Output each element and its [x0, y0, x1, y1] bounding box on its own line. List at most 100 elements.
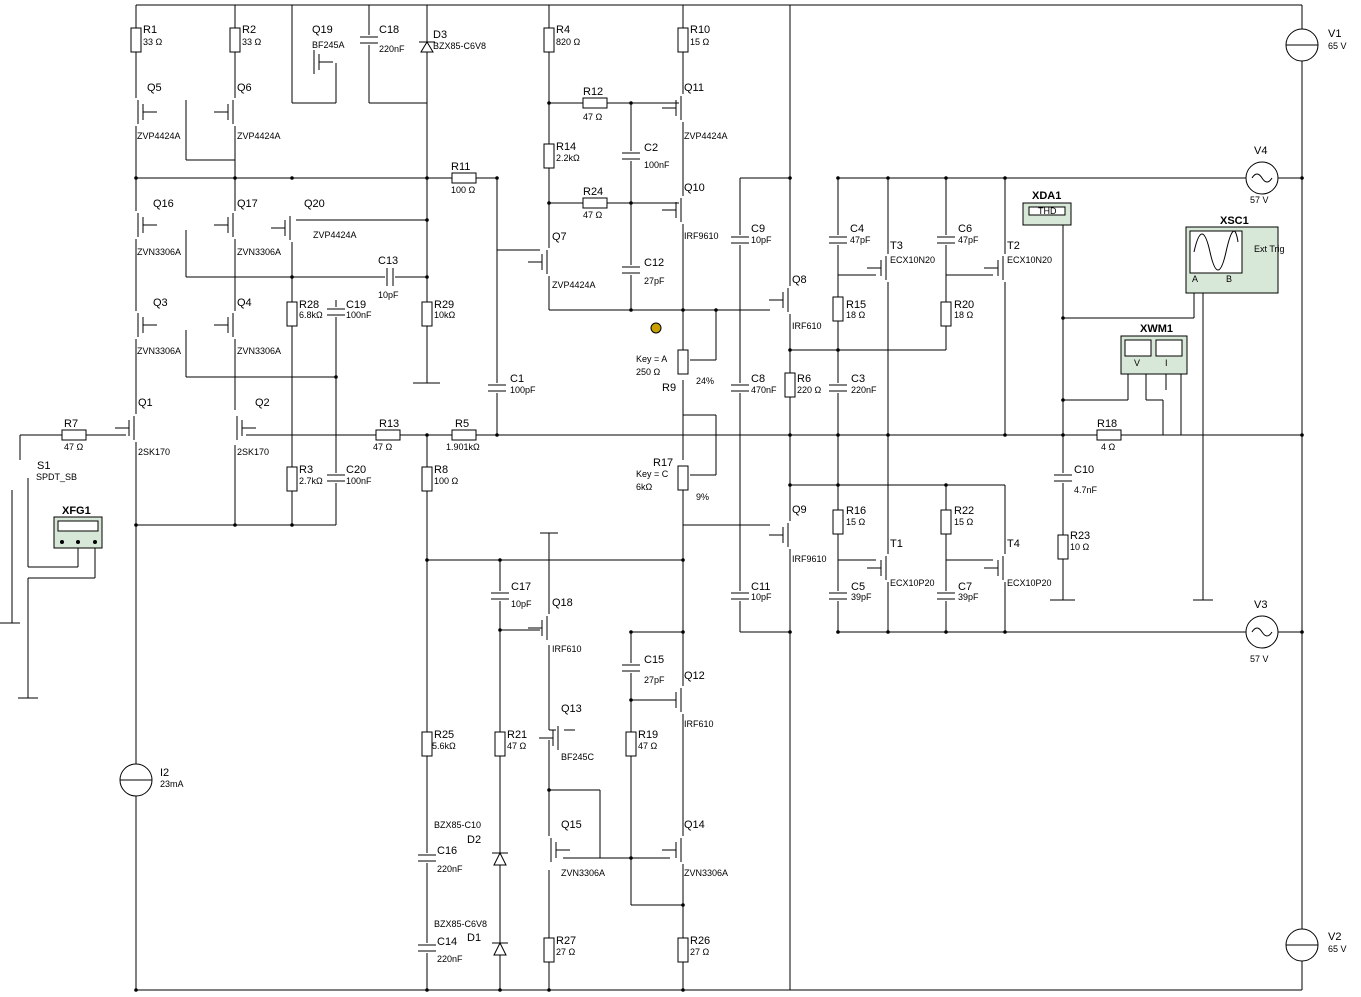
label-r12-val: 47 Ω — [583, 112, 603, 122]
mosfet-q15 — [545, 836, 570, 864]
label-q8-val: IRF610 — [792, 321, 822, 331]
mosfet-q12 — [662, 686, 687, 714]
resistor-r26 — [677, 937, 689, 963]
capacitor-c9 — [731, 235, 749, 245]
voltage-source-v4 — [1245, 161, 1279, 195]
label-r17-key: Key = C — [636, 469, 669, 479]
label-r2-ref: R2 — [242, 24, 256, 36]
capacitor-c1 — [488, 383, 506, 393]
resistor-r16 — [832, 509, 844, 535]
label-c20-ref: C20 — [346, 464, 366, 476]
label-c8-val: 470nF — [751, 385, 777, 395]
resistor-r11 — [451, 172, 477, 184]
label-r25-ref: R25 — [434, 729, 454, 741]
oscilloscope-xsc1[interactable] — [1185, 226, 1279, 294]
label-q20-ref: Q20 — [304, 198, 325, 210]
label-r19-ref: R19 — [638, 729, 658, 741]
label-i2-ref: I2 — [160, 767, 169, 779]
label-r23-val: 10 Ω — [1070, 542, 1090, 552]
label-r9-pct: 24% — [696, 376, 714, 386]
capacitor-c2 — [622, 151, 640, 161]
label-d3-val: BZX85-C6V8 — [433, 41, 486, 51]
label-xfg1-ref: XFG1 — [62, 505, 91, 517]
label-c10-ref: C10 — [1074, 464, 1094, 476]
label-q7-val: ZVP4424A — [552, 280, 596, 290]
mosfet-q2 — [231, 414, 256, 442]
capacitor-c17 — [491, 591, 509, 601]
label-r17-ref: R17 — [653, 457, 673, 469]
label-t4-val: ECX10P20 — [1007, 578, 1052, 588]
function-generator-xfg1[interactable] — [53, 516, 103, 549]
label-r16-val: 15 Ω — [846, 517, 866, 527]
label-r3-val: 2.7kΩ — [299, 476, 323, 486]
label-q20-val: ZVP4424A — [313, 230, 357, 240]
label-r22-val: 15 Ω — [954, 517, 974, 527]
label-r13-val: 47 Ω — [373, 442, 393, 452]
resistor-r8 — [421, 466, 433, 492]
resistor-r3 — [286, 466, 298, 492]
label-r1-val: 33 Ω — [143, 37, 163, 47]
capacitors — [327, 35, 1072, 953]
label-xsc1-a: A — [1192, 274, 1198, 284]
label-r22-ref: R22 — [954, 505, 974, 517]
mosfet-q5 — [132, 98, 157, 126]
label-r14-val: 2.2kΩ — [556, 153, 580, 163]
label-r8-ref: R8 — [434, 464, 448, 476]
label-s1-ref: S1 — [37, 460, 50, 472]
label-d1-ref: D1 — [467, 932, 481, 944]
junctions — [134, 101, 1304, 992]
label-q19-val: BF245A — [312, 40, 345, 50]
label-r9-val: 250 Ω — [636, 367, 661, 377]
capacitor-c4 — [829, 235, 847, 245]
label-xwm1-v: V — [1134, 358, 1140, 368]
capacitor-c3 — [829, 383, 847, 393]
label-q9-ref: Q9 — [792, 504, 807, 516]
capacitor-c12 — [622, 265, 640, 275]
label-c9-ref: C9 — [751, 223, 765, 235]
label-q19-ref: Q19 — [312, 24, 333, 36]
label-q15-ref: Q15 — [561, 819, 582, 831]
label-q9-val: IRF9610 — [792, 554, 827, 564]
mosfet-q4 — [214, 311, 239, 339]
label-c13-ref: C13 — [378, 255, 398, 267]
label-t4-ref: T4 — [1007, 538, 1020, 550]
label-r24-val: 47 Ω — [583, 210, 603, 220]
resistor-r23 — [1057, 534, 1069, 560]
wattmeter-xwm1[interactable] — [1120, 335, 1188, 375]
label-c17-ref: C17 — [511, 581, 531, 593]
mosfet-q6 — [214, 98, 239, 126]
label-r9-key: Key = A — [636, 354, 667, 364]
capacitor-c20 — [327, 473, 345, 483]
label-d1-val: BZX85-C6V8 — [434, 919, 487, 929]
label-c18-ref: C18 — [379, 24, 399, 36]
capacitor-c16 — [418, 853, 436, 863]
label-q6-val: ZVP4424A — [237, 131, 281, 141]
label-v3-ref: V3 — [1254, 599, 1267, 611]
label-c20-val: 100nF — [346, 476, 372, 486]
resistor-r15 — [832, 296, 844, 322]
label-r21-val: 47 Ω — [507, 741, 527, 751]
label-c1-val: 100pF — [510, 385, 536, 395]
label-r6-val: 220 Ω — [797, 385, 822, 395]
capacitor-c15 — [622, 663, 640, 673]
label-c16-val: 220nF — [437, 864, 463, 874]
distortion-analyzer-xda1[interactable] — [1022, 202, 1072, 226]
label-t3-ref: T3 — [890, 240, 903, 252]
label-q18-ref: Q18 — [552, 597, 573, 609]
label-t3-val: ECX10N20 — [890, 255, 935, 265]
label-c14-ref: C14 — [437, 936, 457, 948]
label-r11-val: 100 Ω — [451, 185, 476, 195]
label-q3-val: ZVN3306A — [137, 346, 181, 356]
resistor-r20 — [940, 301, 952, 327]
resistor-r6 — [784, 372, 796, 398]
label-r5-val: 1.901kΩ — [446, 442, 480, 452]
label-q11-val: ZVP4424A — [684, 131, 728, 141]
resistor-r24 — [582, 197, 608, 209]
label-q13-ref: Q13 — [561, 703, 582, 715]
label-r19-val: 47 Ω — [638, 741, 658, 751]
label-c2-val: 100nF — [644, 160, 670, 170]
resistor-r1 — [130, 27, 142, 53]
label-s1-val: SPDT_SB — [36, 472, 77, 482]
label-c10-val: 4.7nF — [1074, 485, 1098, 495]
label-t1-val: ECX10P20 — [890, 578, 935, 588]
